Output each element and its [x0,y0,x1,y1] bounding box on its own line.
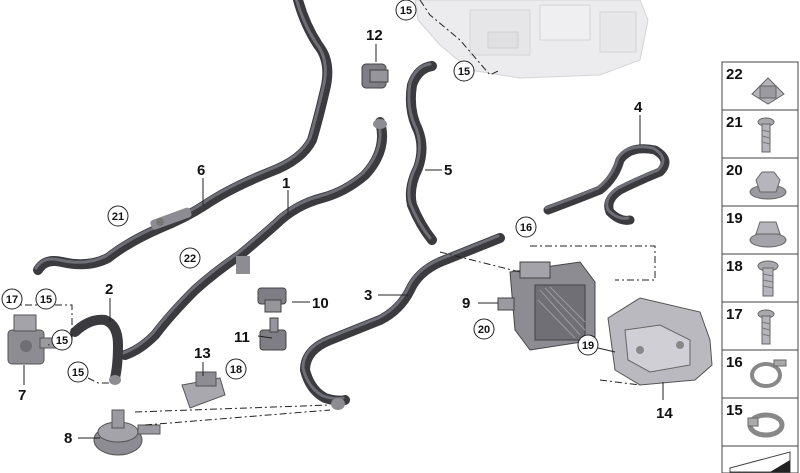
circle-15-a [395,0,417,21]
circle-15-c [35,288,57,310]
callout-13: 13 [194,345,211,362]
page-arrow-icon [729,451,791,473]
screw-icon [757,117,775,153]
circle-20-text: 20 [478,324,490,336]
circle-16-text: 16 [520,222,532,234]
callout-6: 6 [197,162,205,179]
callout-7: 7 [18,387,26,404]
circle-15-e-text: 15 [72,367,84,379]
circle-15-e [67,361,89,383]
circle-17 [1,288,23,310]
legend-num-15: 15 [726,402,743,419]
flange-nut-icon [749,221,787,248]
callout-2: 2 [105,281,113,298]
legend-num-18: 18 [726,258,743,275]
pump-8 [93,409,161,456]
hose-4 [543,144,670,225]
holder-12 [361,63,389,89]
clip-nut-icon [751,77,785,105]
circle-15-c-text: 15 [40,294,52,306]
callout-9: 9 [462,295,470,312]
circle-22-text: 22 [184,253,196,265]
callout-5: 5 [444,162,452,179]
callout-1: 1 [282,175,290,192]
circle-21 [107,205,129,227]
callout-14: 14 [656,405,673,422]
legend-cell-17 [721,301,799,351]
callout-11: 11 [234,329,250,346]
bracket-13 [181,371,226,409]
circle-18 [225,358,247,380]
circle-19 [577,334,599,356]
circle-20 [473,318,495,340]
legend-num-19: 19 [726,210,743,227]
callout-4: 4 [634,99,643,116]
callout-labels: 1 2 3 4 5 6 7 8 9 10 11 12 13 14 [18,27,673,447]
legend-num-17: 17 [726,306,743,323]
hose-clamp-icon [747,412,785,438]
hose-6 [33,0,333,275]
hose-3 [300,233,505,410]
legend-num-22: 22 [726,66,743,83]
callout-3: 3 [364,287,372,304]
legend-num-16: 16 [726,354,743,371]
circle-15-d [51,329,73,351]
circle-16 [515,216,537,238]
heater-9 [497,261,596,351]
hose-1 [120,117,388,360]
hose-5 [405,61,437,245]
bracket-14 [607,297,713,386]
legend-cell-16 [721,349,799,399]
circle-18-text: 18 [230,364,242,376]
circle-19-text: 19 [582,340,594,352]
legend-num-21: 21 [726,114,743,131]
callout-12: 12 [366,27,383,44]
spring-clamp-icon [750,359,787,388]
callout-8: 8 [64,430,72,447]
circle-15-a-text: 15 [400,5,412,17]
circle-21-text: 21 [112,211,124,223]
legend-cell-18 [721,253,799,303]
callout-10: 10 [312,295,329,312]
legend-panel: 22 21 20 19 18 17 16 15 [721,61,799,473]
hose-2 [70,314,123,385]
circle-15-d-text: 15 [56,335,68,347]
bracket-10 [257,287,287,313]
circle-15-b [453,60,475,82]
valve-7 [7,314,61,365]
hex-nut-icon [749,171,787,200]
legend-num-20: 20 [726,162,743,179]
circled-callouts [1,0,599,383]
leader-lines [23,44,664,439]
heater-module-background [414,0,649,79]
bolt-icon [757,260,779,297]
circle-22 [179,247,201,269]
circle-15-b-text: 15 [458,66,470,78]
circled-callout-text: 15 15 15 15 15 17 16 18 19 20 21 22 [6,5,594,379]
circle-17-text: 17 [6,294,18,306]
screw-icon [757,309,775,345]
bracket-11 [259,317,287,351]
